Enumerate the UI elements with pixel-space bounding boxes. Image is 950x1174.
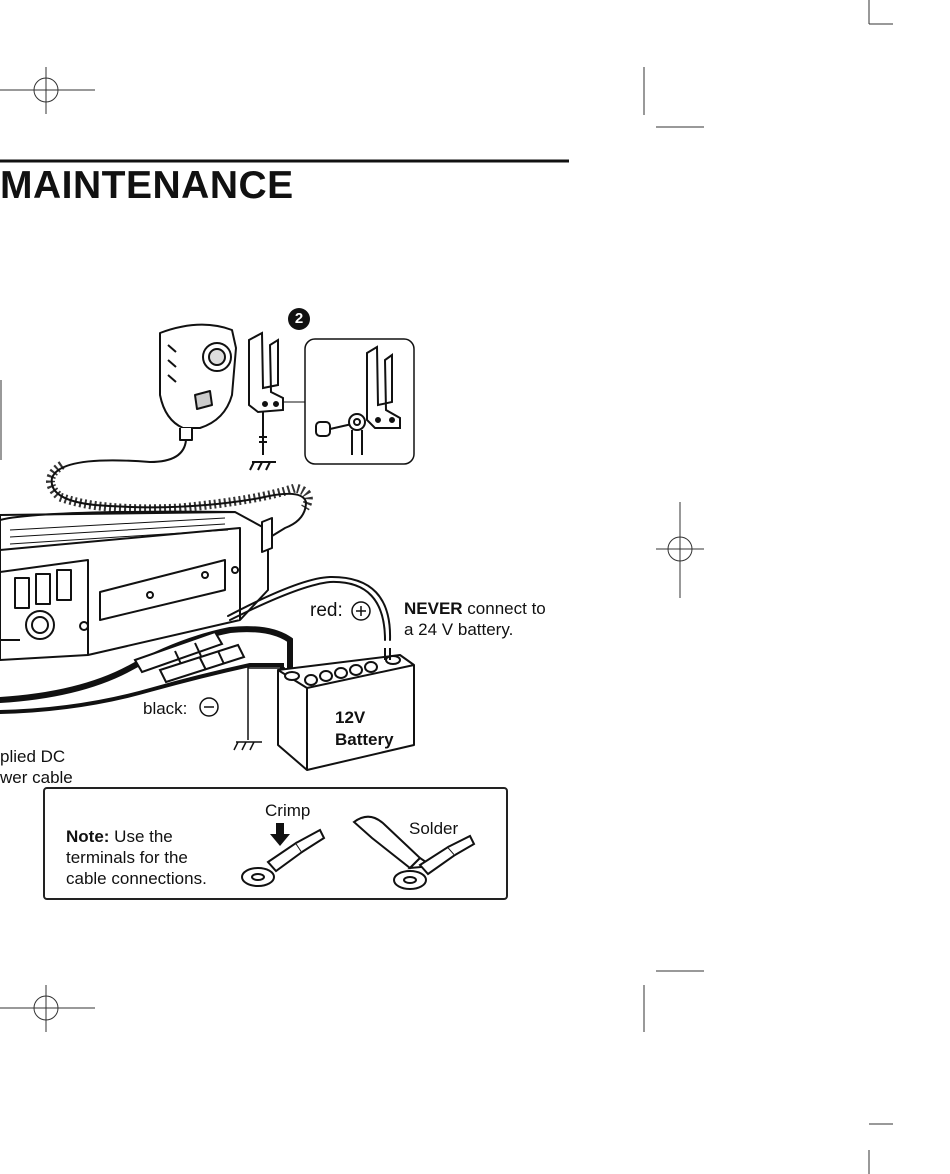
note-line-1: Use the [109,827,173,846]
positive-symbol [351,601,371,621]
mic-hanger-drawing [248,331,284,471]
registration-mark-bottom [0,985,95,1032]
mic-cord-coil [46,461,313,514]
solder-terminal-drawing [352,815,476,890]
crimp-terminal-drawing [241,828,326,887]
microphone-drawing [159,323,237,441]
note-box [43,787,508,900]
crimp-arrow [270,823,290,846]
note-line-2: terminals for the [66,848,188,867]
negative-symbol [199,697,219,717]
fuse-holders [133,630,246,684]
crop-marks [643,0,893,1174]
battery-label: 12V Battery [335,707,394,751]
battery-warning: NEVER connect to a 24 V battery. [404,598,546,640]
battery-drawing [277,648,415,771]
note-line-3: cable connections. [66,869,207,888]
note-text: Note: Use the terminals for the cable co… [66,826,207,889]
inset-screw-and-terminal [315,413,366,455]
black-wire-label: black: [143,699,188,718]
dc-cable-label: plied DC wer cable [0,746,73,788]
registration-mark-top [0,67,95,114]
battery-voltage: 12V [335,708,366,727]
inset-hanger [366,345,401,429]
step-marker-circle [288,308,310,330]
battery-word: Battery [335,730,394,749]
crimp-label: Crimp [265,801,311,820]
solder-label: Solder [409,819,459,838]
transceiver-drawing [0,510,273,661]
dc-cable-line-1: plied DC [0,747,66,766]
page-title: MAINTENANCE [0,164,294,207]
warning-text-1: connect to [462,599,546,618]
battery-ground-symbol [233,667,285,751]
note-label: Note: [66,827,110,846]
registration-mark-right [656,502,704,598]
step-marker-number: 2 [294,310,304,327]
inset-box [304,338,415,465]
red-wire-label: red: [310,600,343,621]
dc-cable-line-2: wer cable [0,768,73,787]
warning-emphasis: NEVER [404,599,463,618]
warning-text-2: a 24 V battery. [404,620,514,639]
